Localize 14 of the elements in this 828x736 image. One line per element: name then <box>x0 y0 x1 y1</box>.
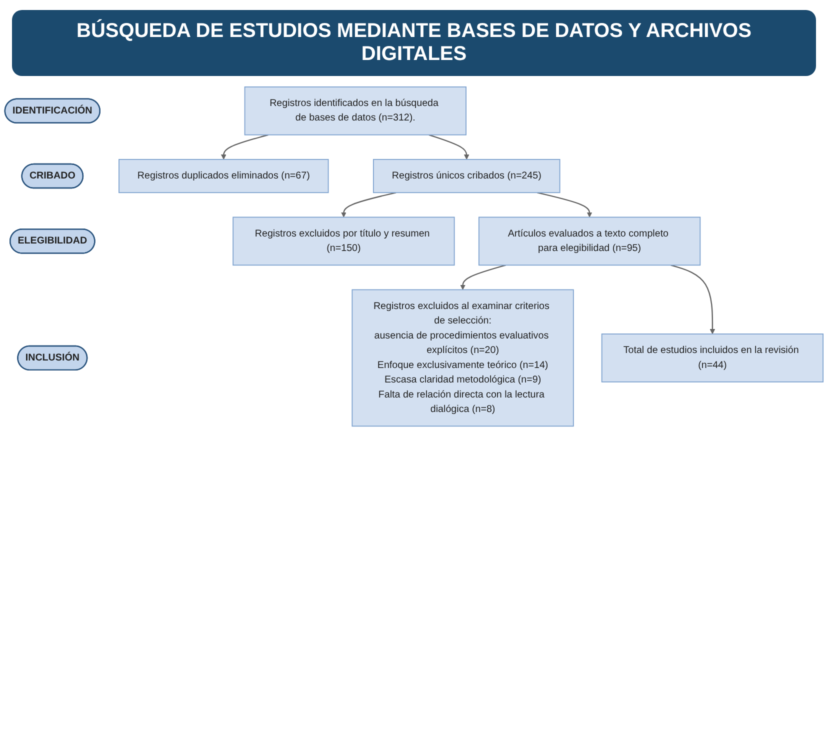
arrow <box>341 192 396 218</box>
node-box: Artículos evaluados a texto completo para elegibilidad (n=95) <box>478 216 701 266</box>
arrow <box>670 264 716 334</box>
arrow <box>428 134 470 160</box>
arrow <box>537 192 592 218</box>
title-banner: BÚSQUEDA DE ESTUDIOS MEDIANTE BASES DE DATOS Y ARCHIVOS DIGITALES <box>12 10 816 76</box>
node-box: Registros identificados en la búsqueda de bases de datos (n=312). <box>244 86 466 136</box>
arrow <box>460 264 506 290</box>
node-box: Registros duplicados eliminados (n=67) <box>118 158 329 194</box>
node-box: Registros únicos cribados (n=245) <box>372 158 560 194</box>
node-box: Total de estudios incluidos en la revisión (n=44) <box>601 334 824 382</box>
arrow <box>220 134 268 160</box>
node-box: Registros excluidos al examinar criterios de selección: ausencia de procedimientos evaluativos explícitos (n=20) Enfoque exclusivamente teórico (n=14) Escasa claridad metodológica (n=9) Falta de relación directa con la lectura dialógica (n=8) <box>352 289 574 427</box>
node-box: Registros excluidos por título y resumen (n=150) <box>232 216 455 266</box>
